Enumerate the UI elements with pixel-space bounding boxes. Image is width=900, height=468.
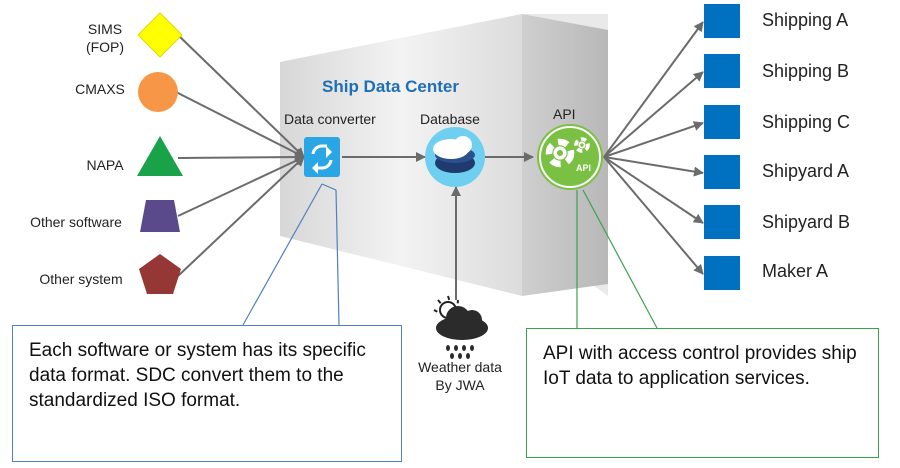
sync-arrows-icon xyxy=(304,137,340,177)
database-cloud-puff xyxy=(454,136,472,154)
note-left: Each software or system has its specific… xyxy=(12,325,402,462)
edge-output-2 xyxy=(603,121,704,158)
note-left-connector-c xyxy=(335,189,340,326)
weather-label-line1: Weather data xyxy=(418,359,502,375)
output-label-maker-a: Maker A xyxy=(762,261,829,281)
sync-arrowhead-top xyxy=(326,146,332,158)
note-right: API with access control provides ship Io… xyxy=(526,328,879,458)
output-box xyxy=(704,4,740,38)
edge-output-5 xyxy=(603,156,704,275)
nodes-group: API xyxy=(137,4,740,359)
sync-arrow-top xyxy=(311,144,327,155)
rain-drop-6 xyxy=(466,353,470,359)
edge-output-0 xyxy=(603,21,704,158)
sync-arrow-bottom xyxy=(317,159,333,170)
output-label-shipyard-b: Shipyard B xyxy=(762,212,851,232)
api-ring xyxy=(539,126,601,188)
source-shape-diamond xyxy=(137,12,183,58)
output-label-shipyard-a: Shipyard A xyxy=(762,161,850,181)
output-label-shipping-c: Shipping C xyxy=(762,112,851,132)
source-label-sims-line1: SIMS xyxy=(87,21,123,37)
edge-source-2 xyxy=(177,152,305,163)
rain-drop-3 xyxy=(470,345,474,351)
output-box xyxy=(704,155,740,189)
edge-source-3 xyxy=(177,156,305,217)
output-label-shipping-a: Shipping A xyxy=(762,10,849,30)
edge-source-0 xyxy=(177,34,305,158)
output-label-shipping-b: Shipping B xyxy=(762,61,850,81)
output-box xyxy=(704,105,740,139)
note-left-connector-b xyxy=(321,183,337,191)
output-box xyxy=(704,205,740,239)
source-label-other-software: Other software xyxy=(30,214,122,230)
source-shape-trapezoid xyxy=(140,200,180,232)
source-shape-circle xyxy=(138,72,178,112)
api-gear-large xyxy=(545,138,575,168)
rain-drop-0 xyxy=(446,345,450,351)
edge-output-1 xyxy=(603,71,704,158)
source-shape-triangle xyxy=(137,136,183,176)
source-label-cmaxs: CMAXS xyxy=(75,81,125,97)
sync-arrowhead-bottom xyxy=(312,162,318,174)
edge-output-4 xyxy=(603,156,704,224)
output-box xyxy=(704,54,740,88)
api-gear-small xyxy=(574,137,590,153)
edge-source-1 xyxy=(175,91,305,158)
api-icon-text: API xyxy=(576,163,591,173)
source-label-sims-line2: (FOP) xyxy=(85,39,125,55)
database-label: Database xyxy=(420,111,480,127)
note-right-connector-b xyxy=(582,189,658,329)
source-shape-pentagon xyxy=(139,254,181,294)
edge-output-3 xyxy=(603,156,704,177)
source-label-sims: SIMS (FOP) xyxy=(68,20,142,56)
weather-label: Weather data By JWA xyxy=(410,358,510,394)
api-gear-large-hole xyxy=(556,149,564,157)
converter-label: Data converter xyxy=(284,111,376,127)
data-center-front-face xyxy=(280,14,522,296)
data-center-title: Ship Data Center xyxy=(322,77,459,96)
api-gear-small-hole xyxy=(580,143,584,147)
note-left-connector-a xyxy=(242,183,323,326)
rain-drop-2 xyxy=(462,345,466,351)
rain-drop-5 xyxy=(458,353,462,359)
source-label-other-system: Other system xyxy=(39,271,123,287)
source-label-napa: NAPA xyxy=(86,157,124,173)
weather-label-line2: By JWA xyxy=(435,377,485,393)
sun-ray-1 xyxy=(433,309,438,313)
edges-group xyxy=(175,21,704,329)
api-label: API xyxy=(553,106,576,122)
rain-drop-4 xyxy=(450,353,454,359)
edge-source-4 xyxy=(177,156,305,277)
output-box xyxy=(704,256,740,290)
sun-ray-2 xyxy=(437,299,442,304)
sun-ray-0 xyxy=(447,295,451,301)
rain-drop-1 xyxy=(454,345,458,351)
weather-cloud-puff-b xyxy=(462,310,482,330)
